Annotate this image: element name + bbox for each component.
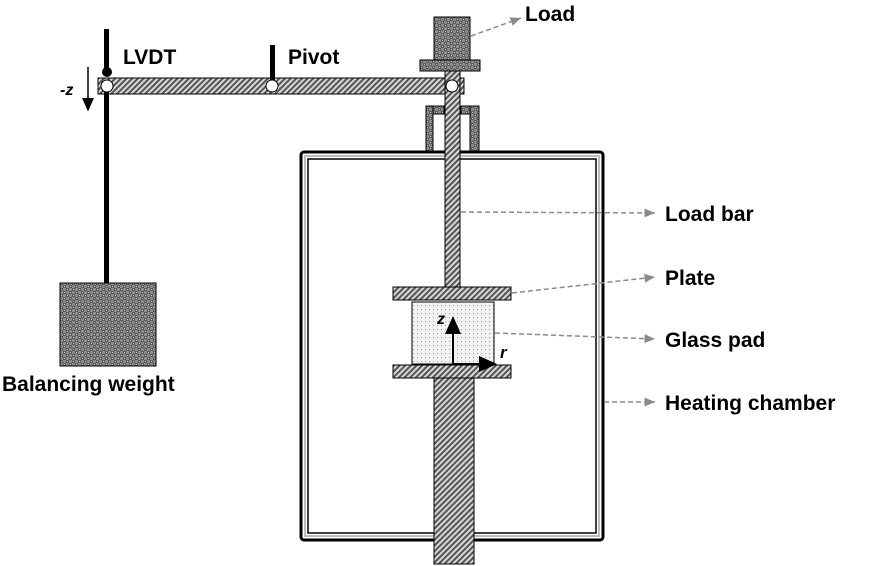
pivot-hinge xyxy=(265,79,279,93)
leader-load-bar xyxy=(460,208,656,218)
leader-load xyxy=(470,17,522,37)
guide-bracket xyxy=(425,105,480,152)
lever-beam xyxy=(97,77,465,95)
plate-label: Plate xyxy=(665,267,715,290)
pivot-post xyxy=(270,45,275,83)
lvdt-label: LVDT xyxy=(123,46,176,69)
leader-glass-pad xyxy=(494,332,656,344)
weight-rod xyxy=(104,92,109,284)
balancing-weight xyxy=(59,282,157,367)
lvdt-contact xyxy=(102,67,112,77)
leader-plate xyxy=(511,273,656,294)
z-axis-label: z xyxy=(436,311,445,328)
load-weight xyxy=(433,16,471,61)
lower-plate xyxy=(392,364,512,379)
load-hinge xyxy=(445,79,459,93)
pivot-label: Pivot xyxy=(288,46,339,69)
balancing-weight-label: Balancing weight xyxy=(2,373,175,396)
load-bar xyxy=(444,69,461,291)
lvdt-rod xyxy=(104,29,109,73)
neg-z-label: -z xyxy=(60,82,73,99)
leader-lines xyxy=(460,17,656,407)
load-bar-label: Load bar xyxy=(665,203,754,226)
support-column xyxy=(433,377,475,565)
load-platform xyxy=(419,59,481,72)
upper-plate xyxy=(392,286,512,301)
left-hinge xyxy=(100,79,114,93)
glass-pad-label: Glass pad xyxy=(665,329,765,352)
heating-chamber-label: Heating chamber xyxy=(665,392,835,415)
r-axis-label: r xyxy=(500,343,508,362)
load-label: Load xyxy=(525,3,575,26)
